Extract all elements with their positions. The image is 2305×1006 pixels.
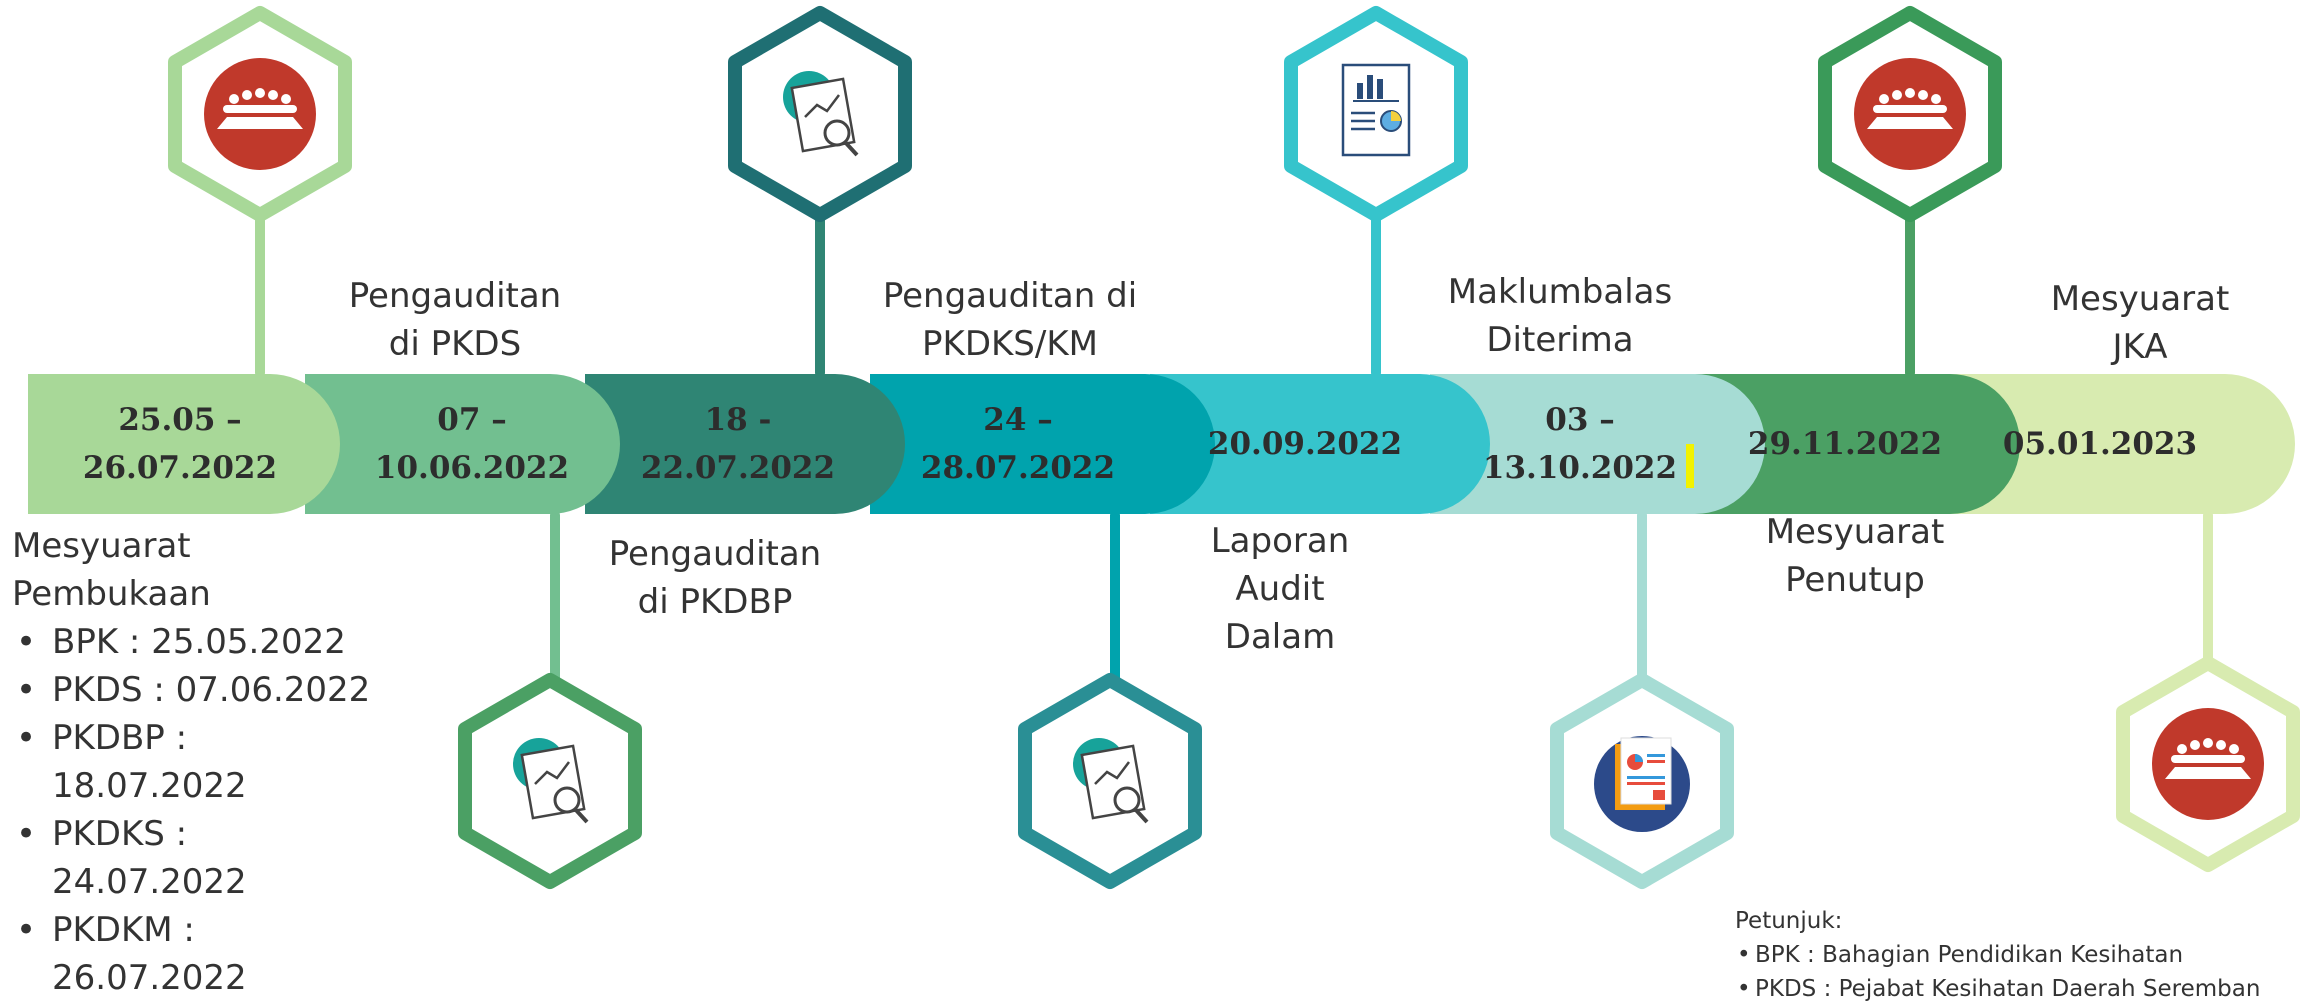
hex-badge-7 (1815, 5, 2005, 223)
legend-title: Petunjuk: (1735, 908, 1843, 934)
hex-badge-2 (455, 672, 645, 890)
stem-7 (1905, 200, 1915, 378)
document-analysis-icon (1073, 738, 1149, 824)
date-label-2: 07 – 10.06.2022 (374, 402, 570, 486)
timeline-segment-1 (28, 374, 340, 514)
legend-item: BPK : Bahagian Pendidikan Kesihatan (1735, 938, 2295, 972)
caption-8: Mesyuarat JKA (2050, 279, 2230, 367)
stem-3 (815, 200, 825, 378)
colorful-report-icon (1594, 736, 1690, 832)
hex-badge-4 (1015, 672, 1205, 890)
timeline-segment-2 (305, 374, 620, 514)
opening-meeting-title: Mesyuarat Pembukaan (12, 526, 211, 614)
date-label-5: 20.09.2022 (1207, 426, 1403, 462)
hex-badge-8 (2113, 655, 2303, 873)
timeline-segment-3 (585, 374, 905, 514)
highlight-mark (1686, 444, 1694, 488)
hex-badge-6 (1547, 672, 1737, 890)
hex-badge-5 (1281, 5, 1471, 223)
meeting-table-icon (1854, 58, 1966, 170)
document-analysis-icon (513, 738, 589, 824)
opening-meeting-block: Mesyuarat Pembukaan BPK : 25.05.2022 PKD… (12, 522, 412, 1002)
legend-item: PKDS : Pejabat Kesihatan Daerah Seremban (1735, 972, 2295, 1006)
meeting-table-icon (204, 58, 316, 170)
stem-2 (550, 510, 560, 690)
caption-2: Pengauditan di PKDS (348, 276, 562, 364)
list-item: PKDBP : 18.07.2022 (12, 714, 412, 810)
stem-6 (1637, 510, 1647, 690)
report-chart-icon (1341, 63, 1411, 157)
meeting-table-icon (2152, 708, 2264, 820)
opening-meeting-list: BPK : 25.05.2022 PKDS : 07.06.2022 PKDBP… (12, 618, 412, 1002)
date-label-4: 24 – 28.07.2022 (920, 402, 1116, 486)
caption-5: Laporan Audit Dalam (1210, 521, 1350, 657)
stem-1 (255, 200, 265, 378)
document-analysis-icon (783, 71, 859, 157)
date-label-8: 05.01.2023 (2002, 426, 2198, 462)
stem-8 (2203, 510, 2213, 680)
legend: Petunjuk: BPK : Bahagian Pendidikan Kesi… (1735, 904, 2295, 1006)
hex-badge-1 (165, 5, 355, 223)
stem-4 (1110, 510, 1120, 690)
list-item: PKDKS : 24.07.2022 (12, 810, 412, 906)
caption-6: Maklumbalas Diterima (1447, 272, 1673, 360)
caption-3: Pengauditan di PKDBP (608, 534, 822, 622)
caption-7: Mesyuarat Penutup (1765, 512, 1945, 600)
list-item: BPK : 25.05.2022 (12, 618, 412, 666)
date-label-6: 03 – 13.10.2022 (1482, 402, 1678, 486)
date-label-1: 25.05 – 26.07.2022 (82, 402, 278, 486)
stem-5 (1371, 200, 1381, 378)
caption-4: Pengauditan di PKDKS/KM (882, 276, 1138, 364)
date-label-7: 29.11.2022 (1747, 426, 1943, 462)
timeline-segment-4 (870, 374, 1215, 514)
date-label-3: 18 - 22.07.2022 (640, 402, 836, 486)
hex-badge-3 (725, 5, 915, 223)
list-item: PKDS : 07.06.2022 (12, 666, 412, 714)
list-item: PKDKM : 26.07.2022 (12, 906, 412, 1002)
